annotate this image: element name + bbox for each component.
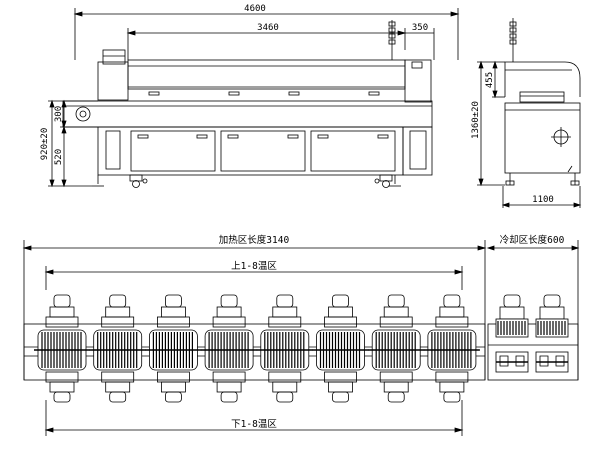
cooler-module: [535, 294, 569, 373]
dim-height-upper: 300: [54, 106, 64, 122]
heater-group: [34, 294, 480, 403]
heater-module: [145, 294, 202, 403]
dim-overall-length: 4600: [244, 4, 266, 14]
heater-module: [201, 294, 258, 403]
heater-module: [423, 294, 480, 403]
upper-zones-label: 上1-8温区: [231, 261, 277, 272]
heater-module: [368, 294, 425, 403]
heater-module: [256, 294, 313, 403]
dim-signal-offset: 350: [412, 23, 428, 33]
cooler-module: [495, 294, 529, 373]
dim-side-hood-height: 455: [485, 72, 495, 88]
heater-module: [312, 294, 369, 403]
side-view: [477, 18, 582, 208]
front-view: [48, 8, 460, 188]
cooler-group: [495, 294, 569, 373]
heater-module: [34, 294, 90, 403]
heating-zone-label: 加热区长度3140: [219, 234, 290, 246]
dim-side-total-height: 1360±20: [471, 101, 481, 139]
dim-side-width: 1100: [532, 195, 554, 205]
cooling-zone-label: 冷却区长度600: [500, 234, 565, 246]
heater-module: [89, 294, 146, 403]
dim-height-lower: 520: [54, 149, 64, 165]
lower-zones-label: 下1-8温区: [231, 419, 277, 430]
dim-heated-length: 3460: [257, 23, 279, 33]
dim-height-total: 920±20: [40, 128, 50, 161]
